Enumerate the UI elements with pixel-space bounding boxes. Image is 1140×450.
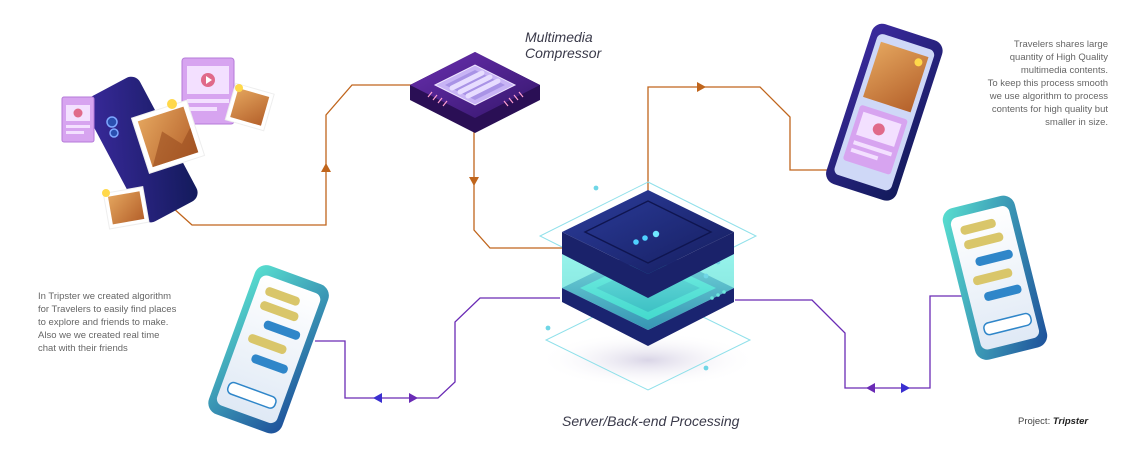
server-to-viewer-line xyxy=(647,86,856,200)
arrow-right-icon xyxy=(409,393,418,403)
right-chat-line xyxy=(735,295,964,389)
description-line: Travelers shares large xyxy=(1013,39,1108,50)
media-description: Travelers shares large quantity of High … xyxy=(958,38,1108,129)
description-line: contents for high quality but xyxy=(991,104,1108,115)
compressor-label-line1: Multimedia xyxy=(525,29,593,45)
arrow-left-icon xyxy=(866,383,875,393)
server-shadow xyxy=(538,332,758,388)
chat-bubble xyxy=(960,218,996,235)
description-line: chat with their friends xyxy=(38,343,128,354)
description-line: multimedia contents. xyxy=(1020,65,1108,76)
description-line: To keep this process smooth xyxy=(987,78,1108,89)
media-card-video xyxy=(61,96,95,143)
chat-description: In Tripster we created algorithm for Tra… xyxy=(38,290,218,355)
compressor-label: Multimedia Compressor xyxy=(525,29,601,61)
sun-icon xyxy=(167,99,177,109)
chat-bubble xyxy=(260,301,299,322)
compressor-chip xyxy=(410,52,540,133)
message-input xyxy=(983,312,1032,336)
viewer-phone xyxy=(826,23,943,201)
description-line: for Travelers to easily find places xyxy=(38,304,177,315)
server-base-outline xyxy=(544,289,752,391)
compressor-label-line2: Compressor xyxy=(525,45,602,61)
description-line: Also we we created real time xyxy=(38,330,160,341)
play-icon xyxy=(73,108,83,118)
arrow-left-icon xyxy=(373,393,382,403)
description-line: In Tripster we created algorithm xyxy=(38,291,172,302)
description-line: smaller in size. xyxy=(1045,117,1108,128)
camera-icon xyxy=(106,116,118,128)
chat-phone-right xyxy=(942,195,1048,360)
description-line: we use algorithm to process xyxy=(989,91,1108,102)
project-prefix: Project: xyxy=(1018,416,1051,427)
photo-card xyxy=(224,82,275,132)
sun-icon xyxy=(914,58,923,67)
chat-bubble xyxy=(975,249,1013,266)
phone-body xyxy=(84,76,198,223)
chat-bubble xyxy=(263,320,301,340)
photo-card xyxy=(130,99,206,175)
server-top-face xyxy=(562,190,734,274)
project-credit: Project: Tripster xyxy=(1018,416,1088,427)
sun-icon xyxy=(235,84,243,92)
media-card-video-large xyxy=(181,57,235,125)
message-input xyxy=(226,381,277,409)
media-flow-arrows xyxy=(321,82,706,186)
chat-flow-lines xyxy=(315,295,964,399)
arrow-up-icon xyxy=(321,163,331,172)
chat-bubble xyxy=(251,354,288,374)
server-stack xyxy=(538,181,758,391)
chat-bubble xyxy=(984,284,1022,301)
chat-phone-left xyxy=(208,265,329,434)
uploader-phone xyxy=(84,76,198,223)
chat-flow-arrows xyxy=(373,383,910,403)
description-line: quantity of High Quality xyxy=(1009,52,1108,63)
left-chat-line xyxy=(315,297,560,399)
compressor-to-server-line xyxy=(473,128,562,249)
chat-bubble xyxy=(248,334,287,354)
project-name: Tripster xyxy=(1052,416,1089,427)
photo-card xyxy=(102,186,150,230)
server-status-light xyxy=(633,239,639,245)
play-icon xyxy=(872,123,885,136)
arrow-right-icon xyxy=(901,383,910,393)
chat-bubble xyxy=(973,268,1013,286)
server-label: Server/Back-end Processing xyxy=(562,413,740,429)
sun-icon xyxy=(102,189,110,197)
arrow-right-icon xyxy=(697,82,706,92)
chat-bubble xyxy=(265,287,300,306)
arrow-down-icon xyxy=(469,177,479,186)
chat-bubble xyxy=(964,232,1004,250)
description-line: to explore and friends to make. xyxy=(38,317,169,328)
